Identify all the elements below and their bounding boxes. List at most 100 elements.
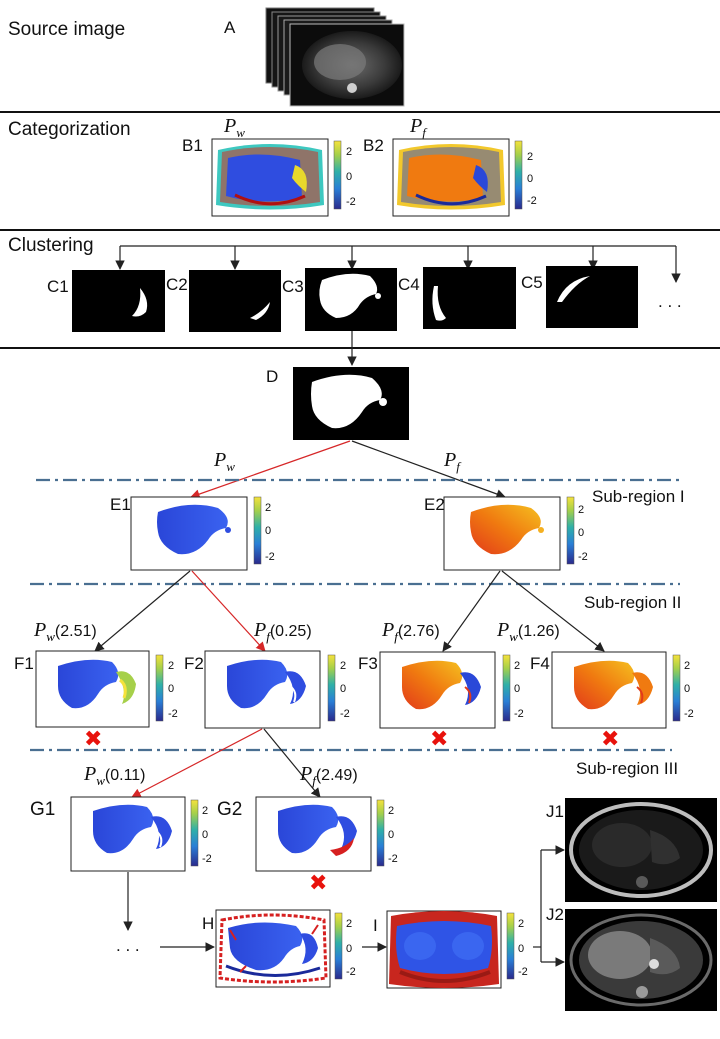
colorbar-i: 2 0 -2 xyxy=(506,912,528,980)
subregion-label-2: Sub-region II xyxy=(584,593,681,612)
svg-text:2: 2 xyxy=(346,918,352,930)
edge-label-f1: Pw(2.51) xyxy=(33,619,97,644)
map-e1 xyxy=(130,496,248,571)
ellipsis-clustering: . . . xyxy=(658,292,682,311)
map-f3 xyxy=(379,651,496,729)
arrow-e2-to-f3 xyxy=(442,570,501,652)
arrow-f2-to-g2 xyxy=(263,728,321,798)
map-g1 xyxy=(70,796,186,872)
edge-label-f4: Pw(1.26) xyxy=(496,619,560,644)
arrow-e1-to-f1 xyxy=(94,570,191,652)
svg-text:0: 0 xyxy=(518,943,524,955)
subregion-label-1: Sub-region I xyxy=(592,487,685,506)
arrow-e2-to-f4 xyxy=(501,570,605,652)
mask-c1 xyxy=(72,270,165,332)
svg-text:2: 2 xyxy=(168,660,174,672)
map-i xyxy=(386,910,502,989)
pf-symbol-b2: Pf xyxy=(409,115,428,140)
edge-label-f2: Pf(0.25) xyxy=(253,619,312,644)
map-b1 xyxy=(211,138,329,217)
panel-label-g1: G1 xyxy=(30,799,55,820)
panel-label-c3: C3 xyxy=(282,277,304,296)
panel-label-g2: G2 xyxy=(217,799,242,820)
svg-text:2: 2 xyxy=(527,151,533,163)
map-h xyxy=(215,909,331,988)
panel-label-e1: E1 xyxy=(110,495,131,514)
reject-mark-g2: ✖ xyxy=(309,871,327,896)
arrow-i-to-j xyxy=(533,845,565,967)
colorbar-b2: 2 0 -2 xyxy=(514,140,537,210)
reject-mark-f1: ✖ xyxy=(84,727,102,752)
svg-text:2: 2 xyxy=(388,805,394,817)
panel-label-h: H xyxy=(202,914,214,933)
colorbar-e2: 2 0 -2 xyxy=(566,496,588,565)
svg-text:-2: -2 xyxy=(514,708,524,720)
svg-text:0: 0 xyxy=(388,829,394,841)
svg-text:2: 2 xyxy=(514,660,520,672)
mri-j1 xyxy=(565,798,717,902)
panel-label-c5: C5 xyxy=(521,273,543,292)
map-f4 xyxy=(551,651,667,729)
svg-text:2: 2 xyxy=(346,146,352,158)
pw-symbol-e1-edge: Pw xyxy=(213,449,235,474)
svg-text:-2: -2 xyxy=(340,708,350,720)
svg-text:2: 2 xyxy=(518,918,524,930)
panel-label-f4: F4 xyxy=(530,654,550,673)
map-f2 xyxy=(204,650,321,729)
mask-c3 xyxy=(305,268,397,331)
map-e2 xyxy=(443,496,561,571)
panel-label-b1: B1 xyxy=(182,136,203,155)
reject-mark-f3: ✖ xyxy=(430,727,448,752)
arrow-d-to-e2 xyxy=(351,440,506,499)
svg-text:0: 0 xyxy=(202,829,208,841)
svg-text:-2: -2 xyxy=(527,195,537,207)
colorbar-g1: 2 0 -2 xyxy=(190,799,212,867)
map-f1 xyxy=(35,650,150,728)
svg-text:2: 2 xyxy=(265,502,271,514)
colorbar-g2: 2 0 -2 xyxy=(376,799,398,867)
panel-label-j1: J1 xyxy=(546,802,564,821)
pf-symbol-e2-edge: Pf xyxy=(443,449,462,474)
svg-text:-2: -2 xyxy=(578,551,588,563)
section-title-source: Source image xyxy=(8,19,125,40)
svg-text:0: 0 xyxy=(514,683,520,695)
panel-label-c1: C1 xyxy=(47,277,69,296)
map-b2 xyxy=(392,138,510,217)
svg-text:0: 0 xyxy=(684,683,690,695)
ellipsis-subregions: . . . xyxy=(116,936,140,955)
panel-label-e2: E2 xyxy=(424,495,445,514)
clustering-bracket xyxy=(115,245,681,283)
panel-label-i: I xyxy=(373,916,378,935)
colorbar-f3: 2 0 -2 xyxy=(502,654,524,722)
svg-text:-2: -2 xyxy=(265,551,275,563)
edge-label-f3: Pf(2.76) xyxy=(381,619,440,644)
svg-text:-2: -2 xyxy=(202,853,212,865)
section-title-clustering: Clustering xyxy=(8,235,94,256)
svg-text:-2: -2 xyxy=(388,853,398,865)
panel-label-j2: J2 xyxy=(546,905,564,924)
arrow-f2-to-g1 xyxy=(131,728,263,798)
svg-text:0: 0 xyxy=(346,943,352,955)
panel-label-d: D xyxy=(266,367,278,386)
panel-label-f2: F2 xyxy=(184,654,204,673)
panel-label-f1: F1 xyxy=(14,654,34,673)
svg-text:-2: -2 xyxy=(684,708,694,720)
colorbar-e1: 2 0 -2 xyxy=(253,496,275,565)
svg-text:-2: -2 xyxy=(518,966,528,978)
panel-label-a: A xyxy=(224,18,236,37)
subregion-label-3: Sub-region III xyxy=(576,759,678,778)
mask-d xyxy=(293,367,409,440)
arrow-d-to-e1 xyxy=(190,440,351,499)
map-g2 xyxy=(255,796,372,872)
reject-mark-f4: ✖ xyxy=(601,727,619,752)
svg-text:-2: -2 xyxy=(346,196,356,208)
panel-label-b2: B2 xyxy=(363,136,384,155)
arrow-e1-to-f2 xyxy=(191,570,266,652)
svg-text:0: 0 xyxy=(346,171,352,183)
svg-text:2: 2 xyxy=(684,660,690,672)
svg-text:0: 0 xyxy=(265,525,271,537)
colorbar-f1: 2 0 -2 xyxy=(155,654,178,722)
pw-symbol-b1: Pw xyxy=(223,115,245,140)
mask-c4 xyxy=(423,267,516,329)
svg-text:0: 0 xyxy=(340,683,346,695)
